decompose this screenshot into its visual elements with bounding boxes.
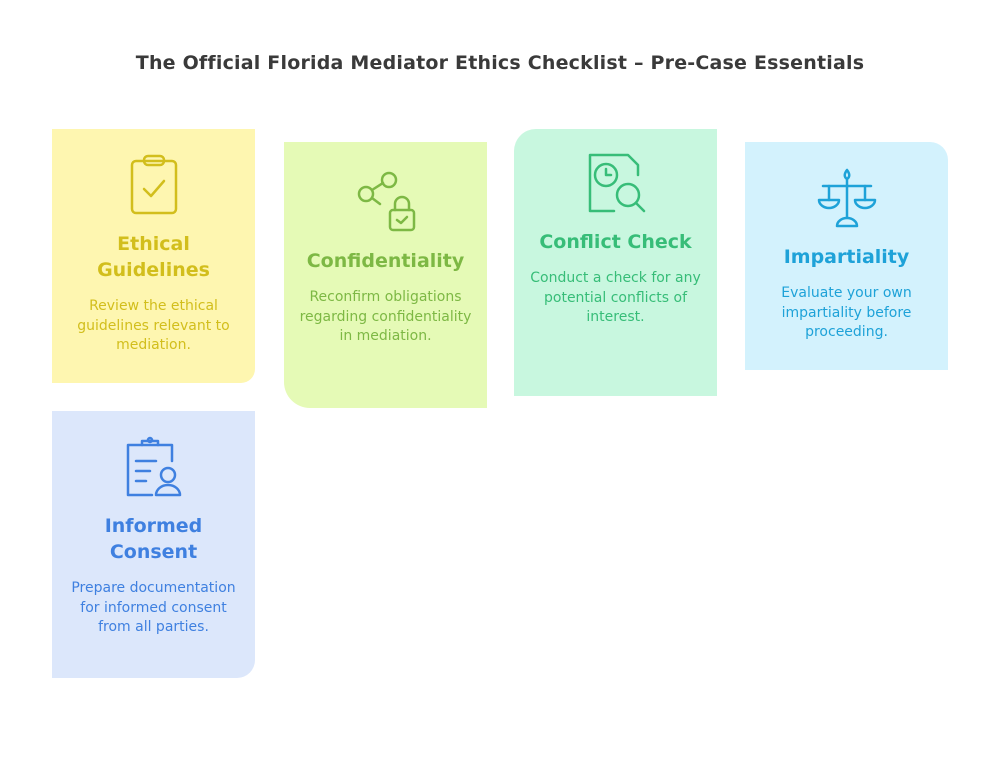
card-description: Review the ethical guidelines relevant t… [77, 298, 230, 353]
card-conflict-check: Conflict Check Conduct a check for any p… [514, 129, 717, 396]
clipboard-user-icon [126, 436, 181, 497]
page-title: The Official Florida Mediator Ethics Che… [135, 52, 865, 74]
share-lock-icon [357, 171, 415, 232]
card-ethical-guidelines: Ethical Guidelines Review the ethical gu… [52, 129, 255, 383]
card-informed-consent: Informed Consent Prepare documentation f… [52, 411, 255, 678]
card-title: Confidentiality [306, 250, 465, 272]
scales-icon [817, 168, 876, 228]
card-impartiality: Impartiality Evaluate your own impartial… [745, 142, 948, 370]
card-confidentiality: Confidentiality Reconfirm obligations re… [284, 142, 487, 408]
card-description: Conduct a check for any potential confli… [530, 270, 701, 325]
card-title: Informed Consent [104, 515, 203, 563]
card-title: Ethical Guidelines [97, 233, 210, 281]
card-description: Prepare documentation for informed conse… [71, 580, 236, 635]
card-title: Conflict Check [539, 231, 692, 253]
card-description: Evaluate your own impartiality before pr… [781, 285, 912, 340]
card-title: Impartiality [783, 246, 910, 268]
card-description: Reconfirm obligations regarding confiden… [299, 289, 472, 344]
document-search-icon [588, 153, 645, 213]
clipboard-check-icon [130, 154, 177, 215]
